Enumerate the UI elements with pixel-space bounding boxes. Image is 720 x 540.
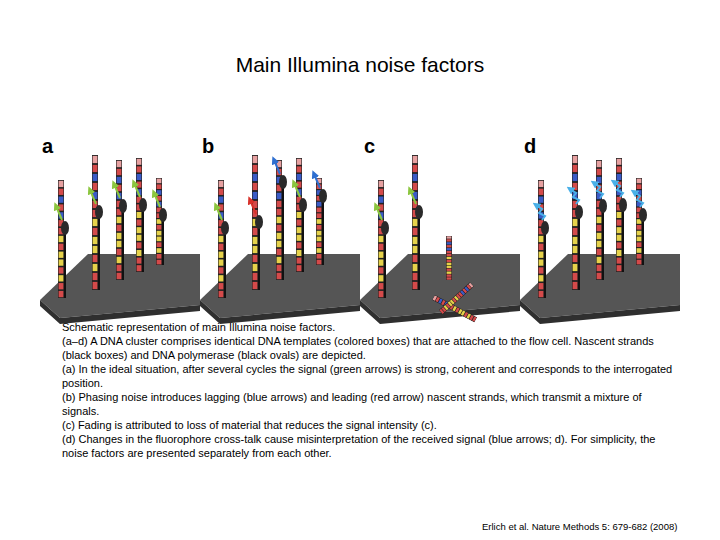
caption-heading: Schematic representation of main Illumin…	[62, 320, 676, 334]
polymerase	[61, 198, 167, 235]
crosstalk-arrows	[536, 182, 643, 220]
dna-templates	[538, 155, 642, 298]
panel-letter: b	[202, 135, 214, 157]
caption-paragraph: (a) In the ideal situation, after severa…	[62, 362, 676, 390]
nascent-strands	[224, 182, 324, 298]
polymerase	[541, 198, 647, 235]
slide-title: Main Illumina noise factors	[0, 52, 720, 78]
citation: Erlich et al. Nature Methods 5: 679-682 …	[482, 521, 677, 533]
signal-arrows	[216, 160, 320, 220]
caption-paragraph: (a–d) A DNA cluster comprises identical …	[62, 334, 676, 362]
panel-letter: a	[42, 135, 53, 157]
caption-paragraph: (c) Fading is attributed to loss of mate…	[62, 418, 676, 432]
panel-d-art	[520, 155, 680, 324]
signal-arrows	[56, 183, 160, 220]
lost-templates	[432, 282, 477, 323]
polymerase	[221, 175, 327, 235]
caption-paragraph: (d) Changes in the fluorophore cross-tal…	[62, 432, 676, 460]
dna-templates	[218, 155, 322, 298]
signal-arrows	[376, 190, 416, 220]
caption-box: Schematic representation of main Illumin…	[62, 320, 676, 460]
polymerase	[381, 205, 423, 235]
nascent-strands	[64, 205, 164, 298]
nascent-strands	[544, 205, 644, 298]
caption-paragraph: (b) Phasing noise introduces lagging (bl…	[62, 390, 676, 418]
panel-b-art	[200, 155, 360, 324]
dna-templates	[378, 155, 452, 298]
panel-a-art	[40, 155, 200, 324]
nascent-strands	[384, 212, 420, 298]
panel-letter: c	[364, 135, 375, 157]
panel-c-art	[360, 155, 520, 324]
dna-templates	[58, 155, 162, 298]
panel-letter: d	[524, 135, 536, 157]
